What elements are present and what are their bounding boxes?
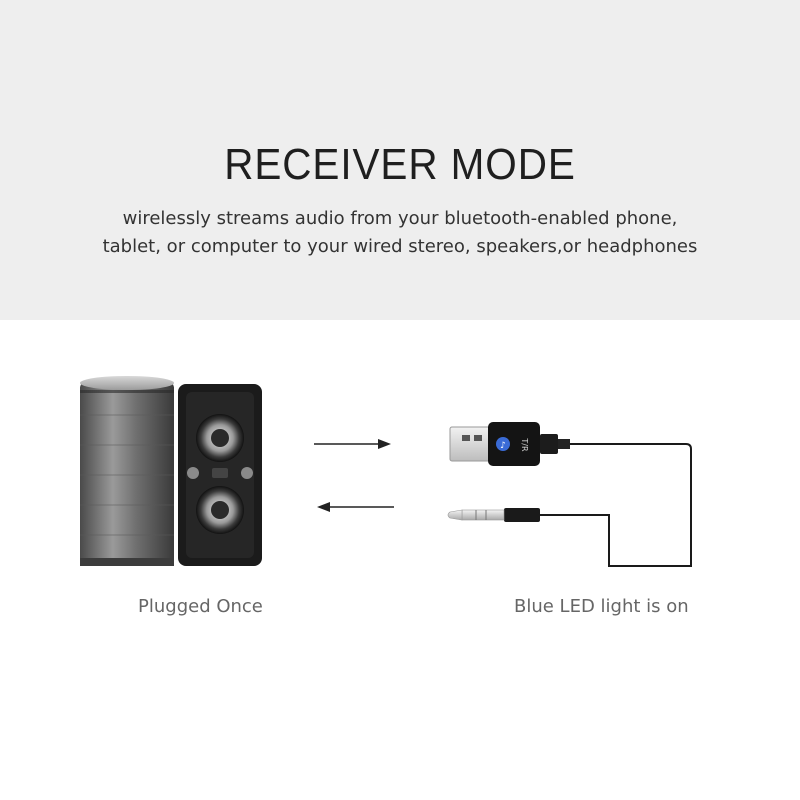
header-band	[0, 0, 800, 320]
arrow-right-icon	[314, 439, 391, 449]
page-subtitle: wirelessly streams audio from your bluet…	[0, 205, 800, 261]
cable-icon	[540, 443, 692, 567]
subtitle-line-2: tablet, or computer to your wired stereo…	[102, 236, 698, 257]
audio-jack-icon	[447, 508, 540, 522]
caption-plugged-once: Plugged Once	[138, 596, 263, 617]
caption-led-status: Blue LED light is on	[514, 596, 689, 617]
page-title: RECEIVER MODE	[224, 140, 576, 189]
arrow-left-icon	[317, 502, 394, 512]
subtitle-line-1: wirelessly streams audio from your bluet…	[122, 208, 678, 229]
svg-text:♪: ♪	[500, 441, 506, 451]
receiver-mode-illustration: ♪ T/R	[80, 376, 692, 567]
device-label: T/R	[520, 437, 529, 452]
usb-dongle-icon: ♪ T/R	[449, 422, 570, 466]
cylinder-speaker-icon	[80, 376, 174, 566]
boombox-speaker-icon	[178, 384, 262, 566]
